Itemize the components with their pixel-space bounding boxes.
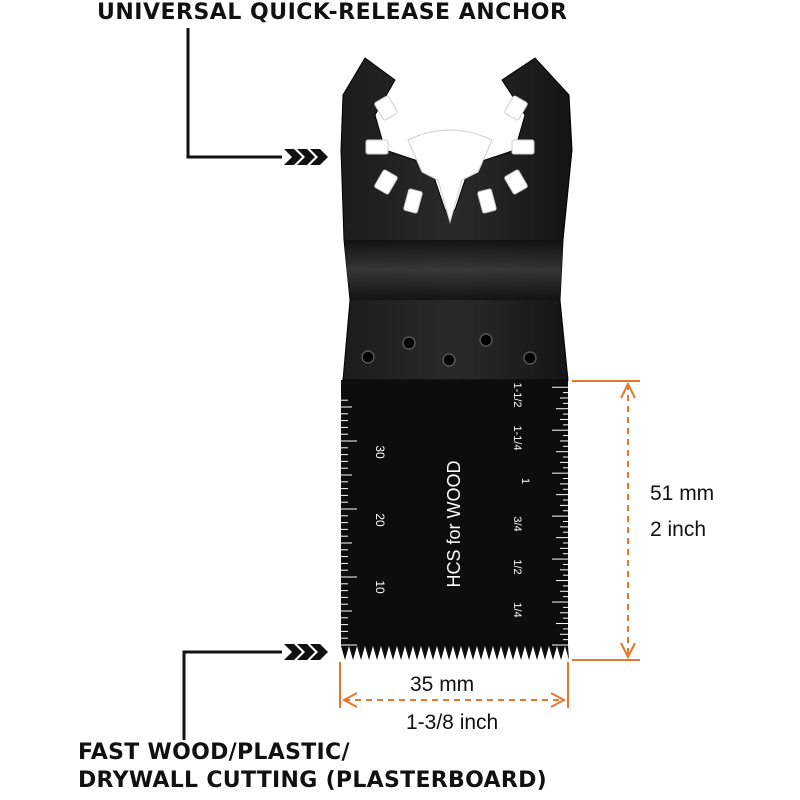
anchor-callout-title: UNIVERSAL QUICK-RELEASE ANCHOR bbox=[97, 0, 568, 25]
height-mm-label: 51 mm bbox=[650, 482, 715, 505]
metric-tick-label: 10 bbox=[373, 580, 387, 594]
inch-tick-label: 1 bbox=[519, 478, 531, 484]
width-dimension bbox=[339, 662, 569, 708]
width-inch-label: 1-3/8 inch bbox=[406, 711, 499, 734]
blade-anchor-head bbox=[340, 57, 573, 381]
height-dimension bbox=[572, 380, 640, 661]
height-inch-label: 2 inch bbox=[650, 518, 707, 541]
inch-tick-label: 1/4 bbox=[511, 602, 523, 617]
width-mm-label: 35 mm bbox=[410, 673, 475, 696]
metric-tick-label: 30 bbox=[373, 445, 387, 459]
chevron-arrows-icon bbox=[284, 644, 328, 660]
inch-tick-label: 1-1/4 bbox=[511, 425, 523, 450]
blade-model-text: HCS for WOOD bbox=[444, 460, 464, 587]
inch-tick-label: 3/4 bbox=[511, 516, 523, 531]
chevron-arrows-icon bbox=[284, 149, 328, 165]
inch-tick-label: 1-1/2 bbox=[511, 382, 523, 407]
cutting-callout-line2: DRYWALL CUTTING (PLASTERBOARD) bbox=[78, 768, 547, 793]
metric-tick-label: 20 bbox=[373, 513, 387, 527]
cutting-leader bbox=[182, 644, 328, 740]
cutting-blade: 10 20 30 HCS for WOOD 1/4 1/2 3/4 1 1-1/… bbox=[341, 380, 569, 660]
cutting-callout-line1: FAST WOOD/PLASTIC/ bbox=[78, 740, 350, 765]
inch-tick-label: 1/2 bbox=[511, 559, 523, 574]
rivet-icon bbox=[361, 333, 537, 367]
anchor-leader bbox=[186, 28, 328, 165]
